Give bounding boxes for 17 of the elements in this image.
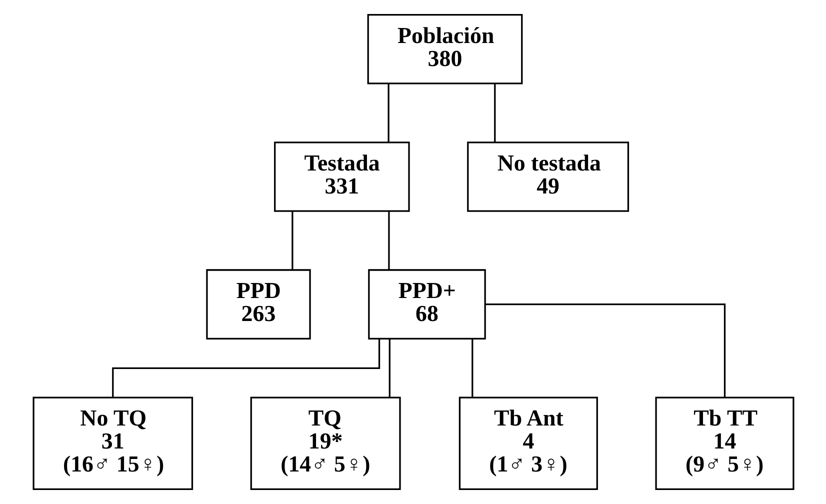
- connector: [291, 212, 293, 270]
- node-box: Testada 331: [274, 142, 410, 212]
- node-box: PPD 263: [206, 269, 310, 340]
- node-box: TQ 19* (14♂ 5♀): [250, 396, 400, 490]
- connector: [388, 338, 390, 398]
- connector: [387, 84, 389, 142]
- node-box: No TQ 31 (16♂ 15♀): [32, 396, 193, 490]
- node-box: Tb Ant 4 (1♂ 3♀): [458, 396, 598, 490]
- connector: [112, 339, 380, 398]
- node-box: No testada 49: [466, 142, 629, 212]
- node-box: PPD+ 68: [368, 269, 486, 340]
- node-box: Población 380: [366, 14, 522, 84]
- connector: [471, 338, 473, 398]
- connector: [388, 212, 390, 270]
- connector: [484, 304, 726, 398]
- node-box: Tb TT 14 (9♂ 5♀): [654, 396, 794, 490]
- connector: [494, 84, 496, 142]
